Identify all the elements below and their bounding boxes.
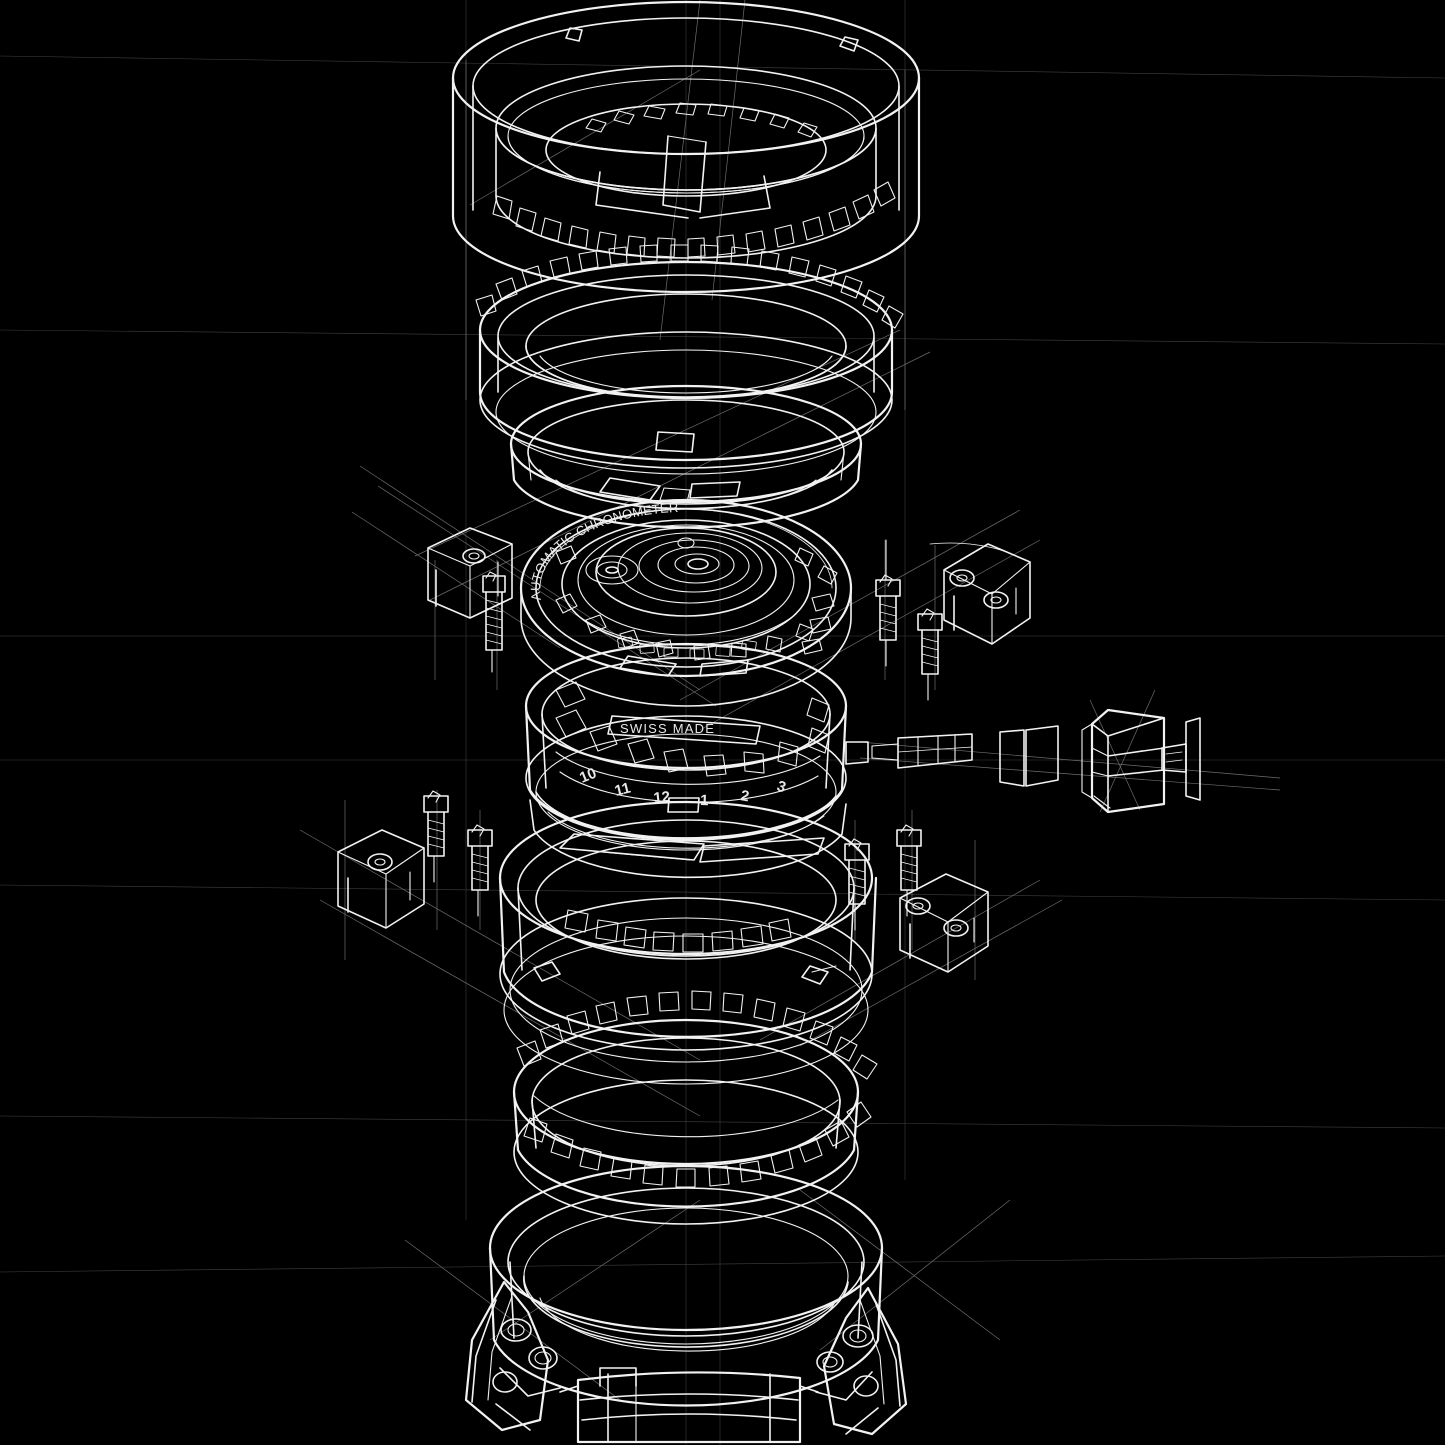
crown-assembly [871, 708, 1201, 814]
case-screw-upper-right-b [917, 608, 943, 701]
crown-cap [1161, 717, 1201, 801]
stem-tube [999, 725, 1059, 787]
knurled-bezel [475, 244, 904, 475]
case-screw-lower-left-b [467, 824, 493, 917]
swiss-made-text: SWISS MADE [620, 721, 715, 736]
lug-block-lower-left [337, 829, 425, 929]
case-screw-lower-left-a [423, 790, 449, 883]
numeral-2: 2 [739, 787, 750, 805]
lug-block-lower-right [899, 873, 989, 973]
numeral-10: 10 [577, 765, 599, 787]
case-screw-lower-right-a [844, 838, 870, 931]
lug-block-upper-left [427, 527, 513, 619]
case-back-lugs [464, 1164, 908, 1444]
crystal-retaining-ring [451, 0, 921, 294]
crown [1081, 708, 1166, 814]
case-middle [498, 800, 878, 1085]
case-screw-upper-right-a [875, 539, 901, 667]
chapter-ring: SWISS MADE 10 11 12 1 2 3 [524, 642, 869, 879]
lug-block-upper-right [929, 542, 1031, 645]
gasket-ring [512, 990, 878, 1225]
stem-threaded [871, 733, 973, 769]
case-screw-upper-left [482, 571, 506, 673]
numeral-11: 11 [613, 780, 633, 800]
numeral-1: 1 [700, 792, 709, 809]
